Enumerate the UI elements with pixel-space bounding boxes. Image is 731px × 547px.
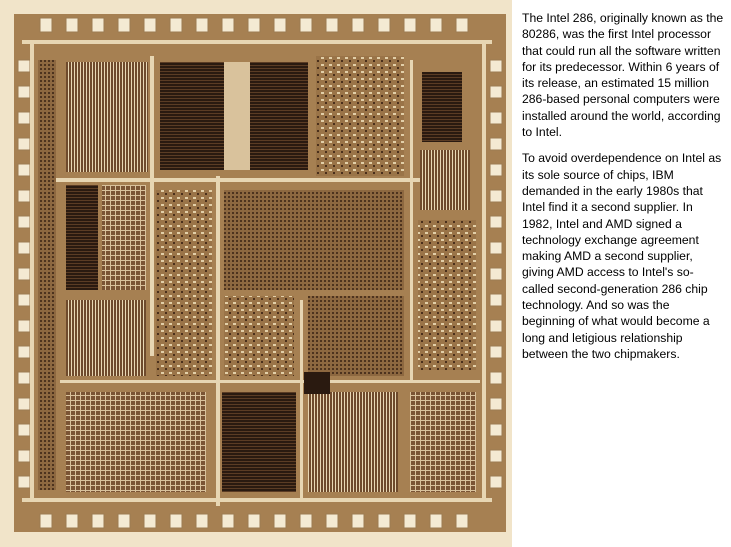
memory-array-left-bands — [66, 185, 98, 290]
bond-pad — [17, 423, 31, 437]
bond-pad — [17, 215, 31, 229]
bond-pad — [195, 17, 209, 33]
bond-pad — [65, 513, 79, 529]
bond-pad — [489, 163, 503, 177]
bond-pad — [489, 189, 503, 203]
bond-pad — [17, 319, 31, 333]
bond-pad — [489, 59, 503, 73]
bond-pad — [489, 137, 503, 151]
bond-pad — [65, 17, 79, 33]
bond-pad — [489, 293, 503, 307]
bond-pad — [17, 163, 31, 177]
caption-text: The Intel 286, originally known as the 8… — [522, 10, 724, 372]
dark-memory-block-left — [160, 62, 224, 170]
logic-block-upper-right — [316, 56, 404, 176]
bond-pad — [221, 513, 235, 529]
bond-pad — [351, 17, 365, 33]
memory-array-left-grid — [102, 185, 146, 290]
array-right-lower — [420, 150, 470, 210]
bond-pad — [17, 397, 31, 411]
bond-pad — [143, 513, 157, 529]
bond-pad — [273, 513, 287, 529]
bond-pad — [489, 475, 503, 489]
bond-pad — [195, 513, 209, 529]
bond-pad — [91, 513, 105, 529]
bond-pad — [489, 111, 503, 125]
caption-paragraph-2: To avoid overdependence on Intel as its … — [522, 151, 722, 361]
bond-pad — [221, 17, 235, 33]
bond-pad — [247, 513, 261, 529]
bond-pad — [429, 513, 443, 529]
bond-pads — [17, 17, 503, 529]
left-mid-block-2 — [156, 190, 212, 376]
left-edge-cells — [38, 60, 56, 490]
bond-pad — [117, 513, 131, 529]
lower-left-array — [66, 392, 206, 492]
bond-pad — [455, 17, 469, 33]
lower-right-array — [410, 392, 476, 492]
caption-paragraph-1: The Intel 286, originally known as the 8… — [522, 11, 724, 140]
bond-pad — [17, 111, 31, 125]
bond-pad — [403, 513, 417, 529]
bond-pad — [489, 319, 503, 333]
bond-pad — [247, 17, 261, 33]
bond-pad — [489, 397, 503, 411]
bond-pad — [169, 17, 183, 33]
bond-pad — [91, 17, 105, 33]
bond-pad — [39, 17, 53, 33]
left-mid-block — [66, 300, 146, 376]
bond-pad — [489, 345, 503, 359]
bond-pad — [17, 85, 31, 99]
bond-pad — [489, 241, 503, 255]
bond-pad — [17, 59, 31, 73]
bond-pad — [17, 267, 31, 281]
bond-pad — [17, 241, 31, 255]
bond-pad — [17, 293, 31, 307]
dark-cell-center — [304, 372, 330, 394]
dark-array-right — [422, 72, 462, 142]
bond-pad — [351, 513, 365, 529]
bond-pad — [299, 17, 313, 33]
bond-pad — [429, 17, 443, 33]
bond-pad — [169, 513, 183, 529]
dark-memory-block-right — [250, 62, 308, 170]
bond-pad — [117, 17, 131, 33]
bond-pad — [39, 513, 53, 529]
bond-pad — [17, 189, 31, 203]
bond-pad — [403, 17, 417, 33]
bond-pad — [143, 17, 157, 33]
bond-pad — [489, 449, 503, 463]
center-logic — [224, 190, 404, 290]
bond-pad — [377, 17, 391, 33]
bond-pad — [489, 371, 503, 385]
bond-pad — [17, 345, 31, 359]
bond-pad — [325, 513, 339, 529]
bond-pad — [17, 449, 31, 463]
bond-pad — [299, 513, 313, 529]
center-logic-right — [308, 296, 404, 376]
bond-pad — [489, 267, 503, 281]
bond-pad — [489, 215, 503, 229]
right-logic — [418, 220, 476, 370]
bond-pad — [17, 137, 31, 151]
center-logic-lower — [224, 296, 294, 376]
die-photo — [0, 0, 512, 547]
memory-array-upper-left — [66, 62, 148, 172]
lower-center-right-array — [308, 392, 398, 492]
bond-pad — [489, 423, 503, 437]
lower-center-array — [222, 392, 296, 492]
metal-routing — [22, 40, 492, 506]
chip-die-image — [0, 0, 512, 547]
bond-pad — [17, 475, 31, 489]
bond-pad — [17, 371, 31, 385]
memory-decoder-column — [224, 62, 250, 170]
bond-pad — [455, 513, 469, 529]
bond-pad — [325, 17, 339, 33]
bond-pad — [273, 17, 287, 33]
bond-pad — [489, 85, 503, 99]
bond-pad — [377, 513, 391, 529]
